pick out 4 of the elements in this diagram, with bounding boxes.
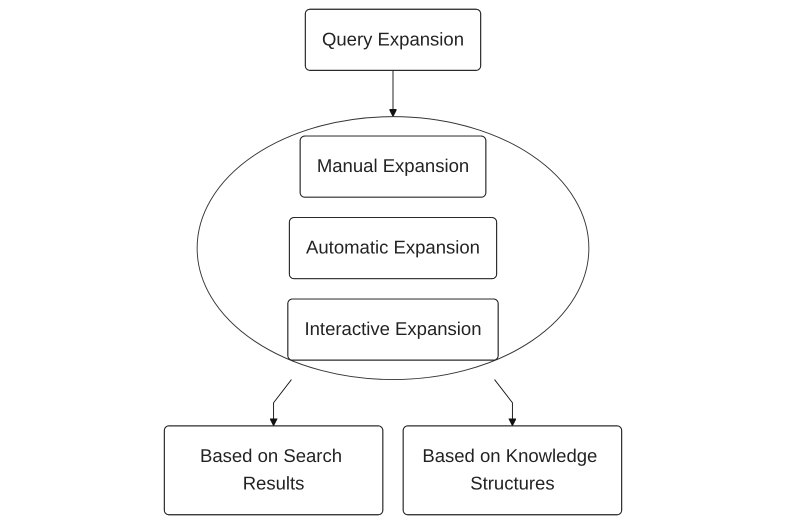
cluster — [196, 116, 590, 380]
arrow — [494, 379, 516, 426]
arrow — [270, 379, 292, 426]
arrow — [388, 70, 398, 118]
